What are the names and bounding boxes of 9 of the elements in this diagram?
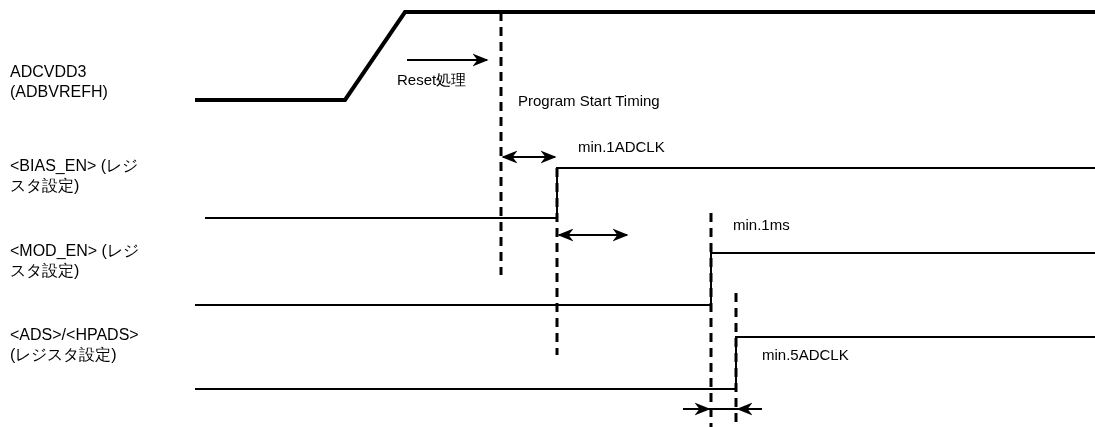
signal-name: <MOD_EN> (レジスタ設定) xyxy=(10,241,140,281)
signal-name: ADCVDD3 (ADBVREFH) xyxy=(10,62,109,102)
timing-label: min.1ms xyxy=(733,215,790,235)
timing-label: min.1ADCLK xyxy=(578,137,665,157)
timing-label: min.5ADCLK xyxy=(762,345,849,365)
signal-name: <BIAS_EN> (レジスタ設定) xyxy=(10,156,140,196)
annotation-text: Program Start Timing xyxy=(518,91,660,111)
signal-name: <ADS>/<HPADS> (レジスタ設定) xyxy=(10,325,140,365)
annotation-text: Reset処理 xyxy=(397,70,467,90)
